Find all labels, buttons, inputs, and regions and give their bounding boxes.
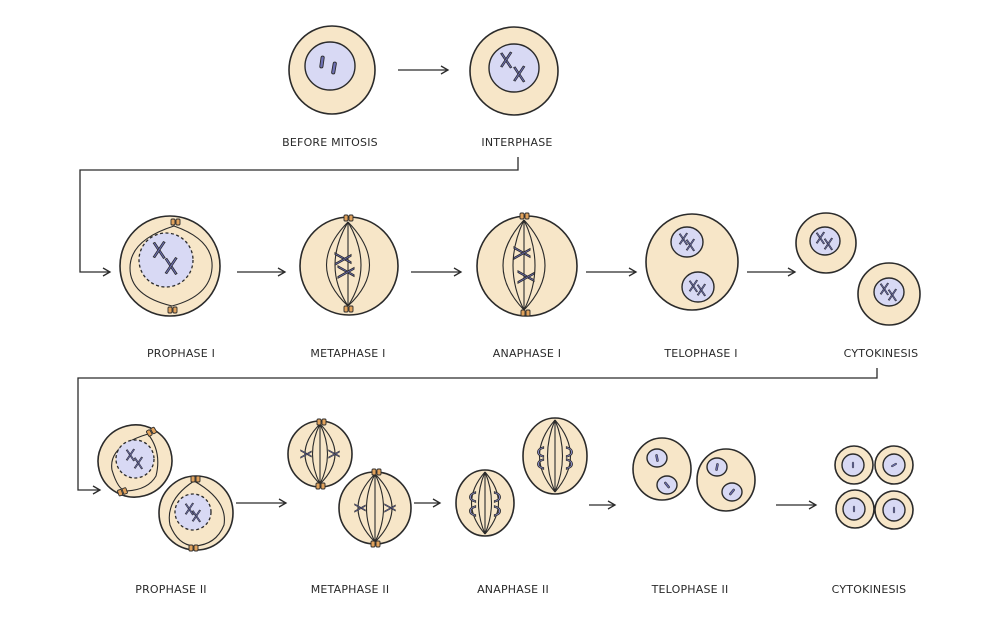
cell-cytokinesis-2a	[834, 445, 874, 485]
label-anaphase-2: ANAPHASE II	[477, 583, 549, 596]
cell-metaphase-1	[299, 214, 399, 316]
cell-telophase-2a	[632, 437, 692, 501]
cell-telophase-2b	[696, 448, 756, 512]
cell-anaphase-2a	[455, 469, 515, 537]
cell-prophase-2b	[158, 475, 234, 552]
label-metaphase-1: METAPHASE I	[310, 347, 386, 360]
row-connector-1	[79, 157, 519, 277]
cell-cytokinesis-1b	[857, 262, 921, 326]
label-cytokinesis-2: CYTOKINESIS	[831, 583, 907, 596]
cell-telophase-1	[645, 213, 739, 311]
label-telophase-2: TELOPHASE II	[651, 583, 729, 596]
label-metaphase-2: METAPHASE II	[310, 583, 390, 596]
cell-interphase	[469, 26, 559, 116]
label-prophase-2: PROPHASE II	[135, 583, 207, 596]
label-cytokinesis-1: CYTOKINESIS	[843, 347, 919, 360]
cell-cytokinesis-2c	[835, 489, 875, 529]
cell-metaphase-2a	[287, 418, 353, 490]
cell-cytokinesis-2b	[874, 445, 914, 485]
label-before-mitosis: BEFORE MITOSIS	[282, 136, 378, 149]
cell-anaphase-2b	[522, 417, 588, 495]
label-anaphase-1: ANAPHASE I	[492, 347, 562, 360]
row-connector-2	[77, 368, 878, 495]
cell-anaphase-1	[476, 212, 578, 317]
cell-metaphase-2b	[338, 468, 412, 548]
cell-cytokinesis-1a	[795, 212, 857, 274]
cell-prophase-2a	[97, 424, 173, 498]
label-telophase-1: TELOPHASE I	[664, 347, 738, 360]
label-interphase: INTERPHASE	[481, 136, 553, 149]
cell-before-mitosis	[288, 25, 376, 115]
label-prophase-1: PROPHASE I	[146, 347, 216, 360]
cell-prophase-1	[119, 215, 221, 317]
cell-cytokinesis-2d	[874, 490, 914, 530]
